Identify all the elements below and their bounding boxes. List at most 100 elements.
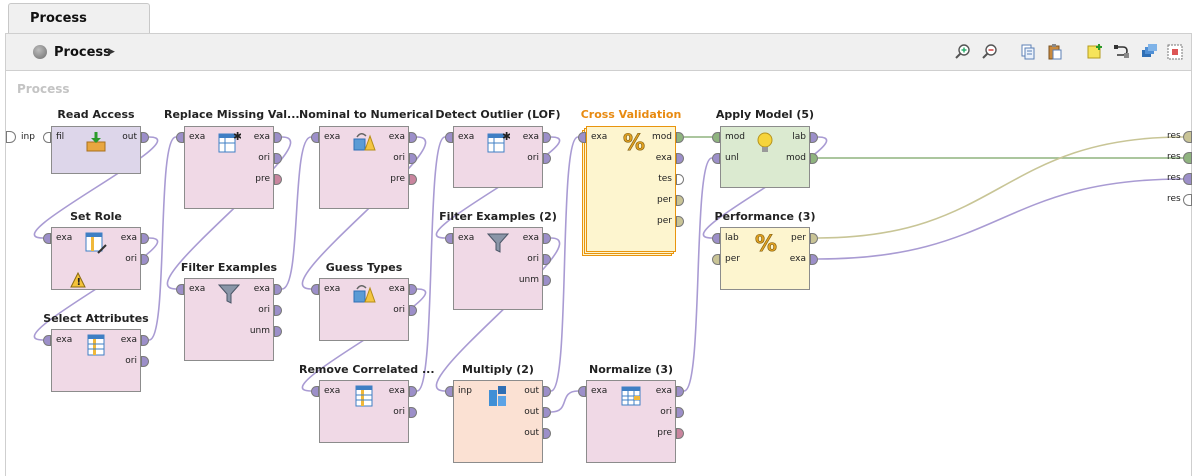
output-port-ori[interactable] — [409, 153, 417, 164]
input-port-lab[interactable] — [712, 233, 720, 244]
input-port-exa[interactable] — [445, 132, 453, 143]
output-port-exa[interactable] — [676, 386, 684, 397]
input-port-exa[interactable] — [176, 284, 184, 295]
operator-performance-3[interactable] — [720, 227, 810, 290]
connection-wire[interactable] — [550, 390, 579, 413]
output-port-tes[interactable] — [676, 174, 684, 185]
output-port-ori[interactable] — [409, 305, 417, 316]
output-port-label: ori — [393, 407, 405, 417]
input-port-unl[interactable] — [712, 153, 720, 164]
tab-process[interactable]: Process — [8, 3, 150, 33]
connection-wire[interactable] — [683, 157, 713, 392]
operator-title: Filter Examples — [180, 261, 278, 274]
operator-cross-validation[interactable] — [586, 126, 676, 252]
output-port-per[interactable] — [810, 233, 818, 244]
output-port-exa[interactable] — [274, 284, 282, 295]
output-port-mod[interactable] — [810, 153, 818, 164]
input-port-per[interactable] — [712, 254, 720, 265]
input-port-exa[interactable] — [578, 386, 586, 397]
connection-wire[interactable] — [301, 136, 427, 290]
output-port-exa[interactable] — [409, 284, 417, 295]
output-port-ori[interactable] — [409, 407, 417, 418]
breadcrumb-process[interactable]: Process — [54, 45, 111, 60]
breadcrumb-arrow-icon[interactable]: ▶ — [108, 47, 115, 57]
copy-icon[interactable] — [1019, 43, 1037, 61]
connection-wire[interactable] — [817, 178, 1184, 260]
input-port-exa[interactable] — [43, 335, 51, 346]
output-port-ori[interactable] — [676, 407, 684, 418]
type-convert-icon — [352, 130, 376, 154]
output-port-ori[interactable] — [274, 153, 282, 164]
process-output-port[interactable] — [1183, 152, 1192, 164]
zoom-out-icon[interactable] — [981, 43, 999, 61]
output-port-ori[interactable] — [141, 356, 149, 367]
output-port-pre[interactable] — [676, 428, 684, 439]
output-port-out[interactable] — [543, 428, 551, 439]
output-port-exa[interactable] — [676, 153, 684, 164]
operator-title: Performance (3) — [714, 210, 816, 223]
output-port-ori[interactable] — [141, 254, 149, 265]
output-port-mod[interactable] — [676, 132, 684, 143]
process-output-port[interactable] — [1183, 131, 1192, 143]
connection-wire[interactable] — [550, 136, 579, 392]
output-port-label: exa — [388, 284, 405, 294]
input-port-exa[interactable] — [311, 386, 319, 397]
output-port-ori[interactable] — [543, 254, 551, 265]
output-port-exa[interactable] — [274, 132, 282, 143]
connection-wire[interactable] — [33, 136, 159, 239]
operator-title: Detect Outlier (LOF) — [435, 108, 561, 121]
input-port-exa[interactable] — [311, 132, 319, 143]
output-port-out[interactable] — [543, 407, 551, 418]
input-port-exa[interactable] — [311, 284, 319, 295]
process-output-port[interactable] — [1183, 173, 1192, 185]
output-port-unm[interactable] — [274, 326, 282, 337]
output-port-per[interactable] — [676, 195, 684, 206]
input-port-exa[interactable] — [445, 233, 453, 244]
connection-wire[interactable] — [148, 136, 177, 341]
output-port-exa[interactable] — [409, 386, 417, 397]
output-port-exa[interactable] — [543, 233, 551, 244]
input-port-exa[interactable] — [578, 132, 586, 143]
input-port-exa[interactable] — [43, 233, 51, 244]
output-port-pre[interactable] — [274, 174, 282, 185]
output-port-pre[interactable] — [409, 174, 417, 185]
output-port-ori[interactable] — [274, 305, 282, 316]
process-output-port[interactable] — [1183, 194, 1192, 206]
auto-wire-icon[interactable] — [1113, 43, 1131, 61]
input-port-mod[interactable] — [712, 132, 720, 143]
percent-icon: % — [621, 130, 646, 157]
output-port-out[interactable] — [543, 386, 551, 397]
fit-to-view-icon[interactable] — [1166, 43, 1184, 61]
add-note-icon[interactable] — [1086, 43, 1104, 61]
output-port-exa[interactable] — [543, 132, 551, 143]
output-port-per[interactable] — [676, 216, 684, 227]
input-port-label: exa — [189, 132, 206, 142]
zoom-in-icon[interactable] — [954, 43, 972, 61]
connection-wire[interactable] — [166, 136, 292, 290]
operator-guess-types[interactable] — [319, 278, 409, 341]
connection-wire[interactable] — [817, 136, 1184, 239]
output-port-exa[interactable] — [141, 335, 149, 346]
output-port-exa[interactable] — [141, 233, 149, 244]
svg-text:✱: ✱ — [233, 130, 241, 143]
output-port-out[interactable] — [141, 132, 149, 143]
output-port-exa[interactable] — [409, 132, 417, 143]
input-port-label: inp — [458, 386, 472, 396]
output-port-label: pre — [390, 174, 405, 184]
output-port-unm[interactable] — [543, 275, 551, 286]
connection-wire[interactable] — [416, 136, 446, 392]
connection-wire[interactable] — [435, 237, 561, 392]
paste-icon[interactable] — [1046, 43, 1064, 61]
output-port-exa[interactable] — [810, 254, 818, 265]
input-port-label: fil — [56, 132, 65, 142]
input-port-label: lab — [725, 233, 739, 243]
operator-title: Normalize (3) — [588, 363, 673, 376]
input-port-fil[interactable] — [43, 132, 51, 143]
input-port-exa[interactable] — [176, 132, 184, 143]
connection-wire[interactable] — [281, 136, 312, 290]
process-input-port[interactable] — [6, 131, 16, 143]
output-port-lab[interactable] — [810, 132, 818, 143]
arrange-operators-icon[interactable] — [1140, 43, 1158, 61]
input-port-inp[interactable] — [445, 386, 453, 397]
output-port-ori[interactable] — [543, 153, 551, 164]
